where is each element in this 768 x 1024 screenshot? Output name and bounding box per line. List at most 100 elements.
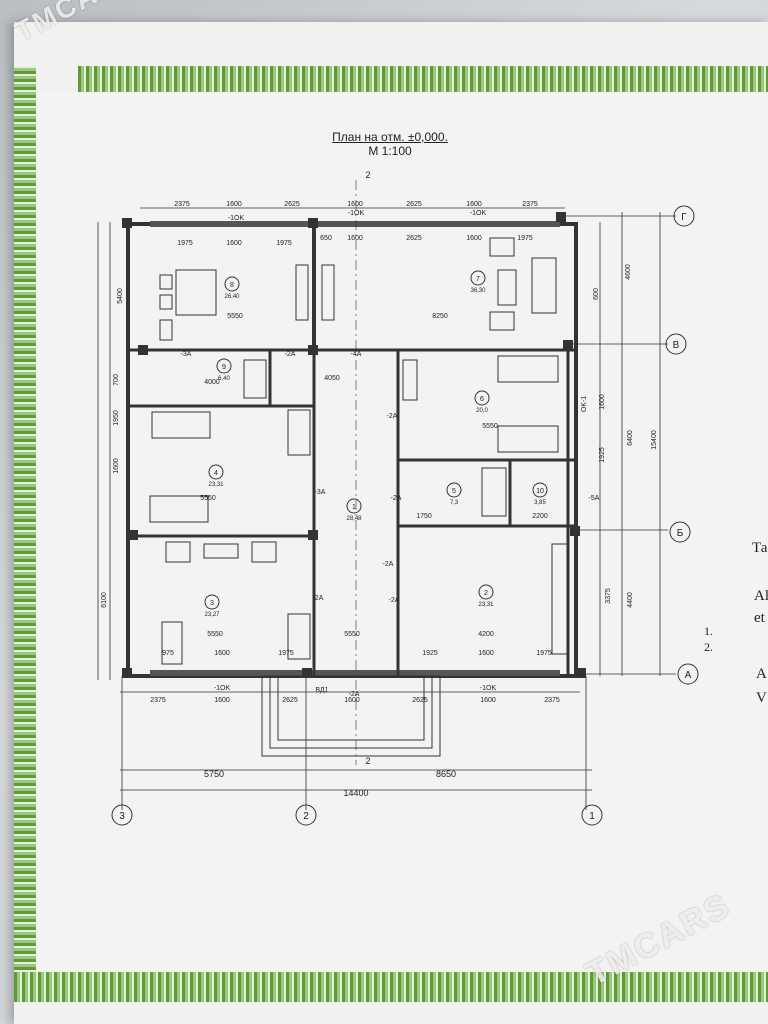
svg-text:23,31: 23,31	[478, 602, 494, 608]
svg-text:-2A: -2A	[285, 351, 296, 358]
svg-text:20,0: 20,0	[476, 408, 488, 414]
side-text-1: Та	[752, 540, 768, 556]
svg-text:3: 3	[210, 600, 214, 607]
plan-scale: М 1:100	[368, 144, 412, 158]
svg-text:3375: 3375	[605, 588, 612, 604]
svg-text:2625: 2625	[284, 201, 300, 208]
svg-text:1975: 1975	[177, 240, 193, 247]
svg-text:ВД1: ВД1	[315, 687, 328, 694]
svg-text:36,30: 36,30	[470, 288, 486, 294]
svg-text:2625: 2625	[406, 235, 422, 242]
svg-text:6400: 6400	[627, 430, 634, 446]
svg-text:700: 700	[113, 374, 120, 386]
svg-text:5550: 5550	[200, 495, 216, 502]
svg-text:-1OK: -1OK	[228, 215, 245, 222]
svg-text:1750: 1750	[416, 513, 432, 520]
svg-text:-1OK: -1OK	[214, 685, 231, 692]
svg-text:2625: 2625	[282, 697, 298, 704]
side-text-7: V	[756, 690, 767, 706]
svg-text:-4A: -4A	[351, 351, 362, 358]
svg-text:-2A: -2A	[313, 595, 324, 602]
svg-text:1600: 1600	[480, 697, 496, 704]
axis-label-1: 1	[589, 811, 595, 822]
svg-text:4400: 4400	[627, 592, 634, 608]
svg-text:9: 9	[222, 364, 226, 371]
svg-text:4: 4	[214, 470, 218, 477]
room-marker: 4 23,31	[208, 464, 224, 488]
axis-label-a: А	[685, 670, 692, 681]
svg-text:2: 2	[365, 756, 370, 766]
svg-text:-2A: -2A	[349, 691, 360, 698]
svg-text:600: 600	[593, 288, 600, 300]
svg-text:23,27: 23,27	[204, 612, 220, 618]
svg-text:650: 650	[320, 235, 332, 242]
svg-text:1975: 1975	[536, 650, 552, 657]
svg-text:15400: 15400	[651, 430, 658, 450]
svg-text:-2A: -2A	[391, 495, 402, 502]
svg-text:1600: 1600	[347, 201, 363, 208]
axis-label-3: 3	[119, 811, 125, 822]
svg-text:2375: 2375	[150, 697, 166, 704]
outer-wall	[126, 222, 578, 678]
svg-text:1600: 1600	[214, 650, 230, 657]
svg-text:2625: 2625	[406, 201, 422, 208]
axis-label-v: В	[673, 340, 680, 351]
svg-text:2375: 2375	[522, 201, 538, 208]
svg-text:5: 5	[452, 488, 456, 495]
svg-text:-2A: -2A	[387, 413, 398, 420]
svg-text:1925: 1925	[422, 650, 438, 657]
room-marker: 1 28,48	[346, 498, 362, 522]
svg-text:10: 10	[536, 488, 544, 495]
svg-text:7,3: 7,3	[450, 500, 459, 506]
axis-label-2: 2	[303, 811, 309, 822]
svg-text:2625: 2625	[412, 697, 428, 704]
drawing-title: План на отм. ±0,000. М 1:100	[300, 130, 480, 158]
svg-text:8250: 8250	[432, 313, 448, 320]
svg-text:2: 2	[365, 170, 370, 180]
svg-text:1600: 1600	[599, 394, 606, 410]
svg-text:1600: 1600	[113, 458, 120, 474]
svg-text:5400: 5400	[117, 288, 124, 304]
svg-text:26,40: 26,40	[224, 294, 240, 300]
side-text-5: 2.	[704, 640, 713, 654]
svg-text:6: 6	[480, 396, 484, 403]
svg-text:8650: 8650	[436, 769, 456, 779]
svg-text:1975: 1975	[517, 235, 533, 242]
ornamental-border-top	[78, 66, 768, 92]
svg-text:-1OK: -1OK	[348, 210, 365, 217]
svg-text:4000: 4000	[204, 379, 220, 386]
svg-text:1600: 1600	[466, 235, 482, 242]
svg-text:8: 8	[230, 282, 234, 289]
svg-text:5750: 5750	[204, 769, 224, 779]
ornamental-border-bottom	[14, 972, 768, 1002]
svg-text:1: 1	[352, 504, 356, 511]
svg-text:1600: 1600	[226, 240, 242, 247]
svg-text:7: 7	[476, 276, 480, 283]
svg-text:5550: 5550	[227, 313, 243, 320]
side-text-2: Al	[754, 588, 768, 604]
svg-text:-5A: -5A	[589, 495, 600, 502]
svg-text:-3A: -3A	[181, 351, 192, 358]
svg-text:975: 975	[162, 650, 174, 657]
svg-text:1600: 1600	[214, 697, 230, 704]
plan-title: План на отм. ±0,000.	[332, 130, 448, 144]
drawing-page	[36, 92, 768, 972]
svg-text:1600: 1600	[478, 650, 494, 657]
axis-label-g: Г	[681, 212, 687, 223]
room-marker: 3 23,27	[204, 594, 220, 618]
room-marker: 6 20,0	[474, 390, 490, 414]
room-marker: 10 3,85	[532, 482, 548, 506]
room-marker: 8 26,40	[224, 276, 240, 300]
axis-label-b: Б	[677, 528, 684, 539]
document-sheet	[14, 22, 768, 1024]
svg-text:14400: 14400	[343, 788, 368, 798]
svg-text:-3A: -3A	[315, 489, 326, 496]
side-text-3: et	[754, 610, 765, 626]
svg-text:2375: 2375	[544, 697, 560, 704]
side-text-4: 1.	[704, 624, 713, 638]
svg-text:6100: 6100	[101, 592, 108, 608]
svg-text:23,31: 23,31	[208, 482, 224, 488]
svg-text:4200: 4200	[478, 631, 494, 638]
room-marker: 9 6,40	[216, 358, 232, 382]
svg-text:OK-1: OK-1	[581, 396, 588, 412]
